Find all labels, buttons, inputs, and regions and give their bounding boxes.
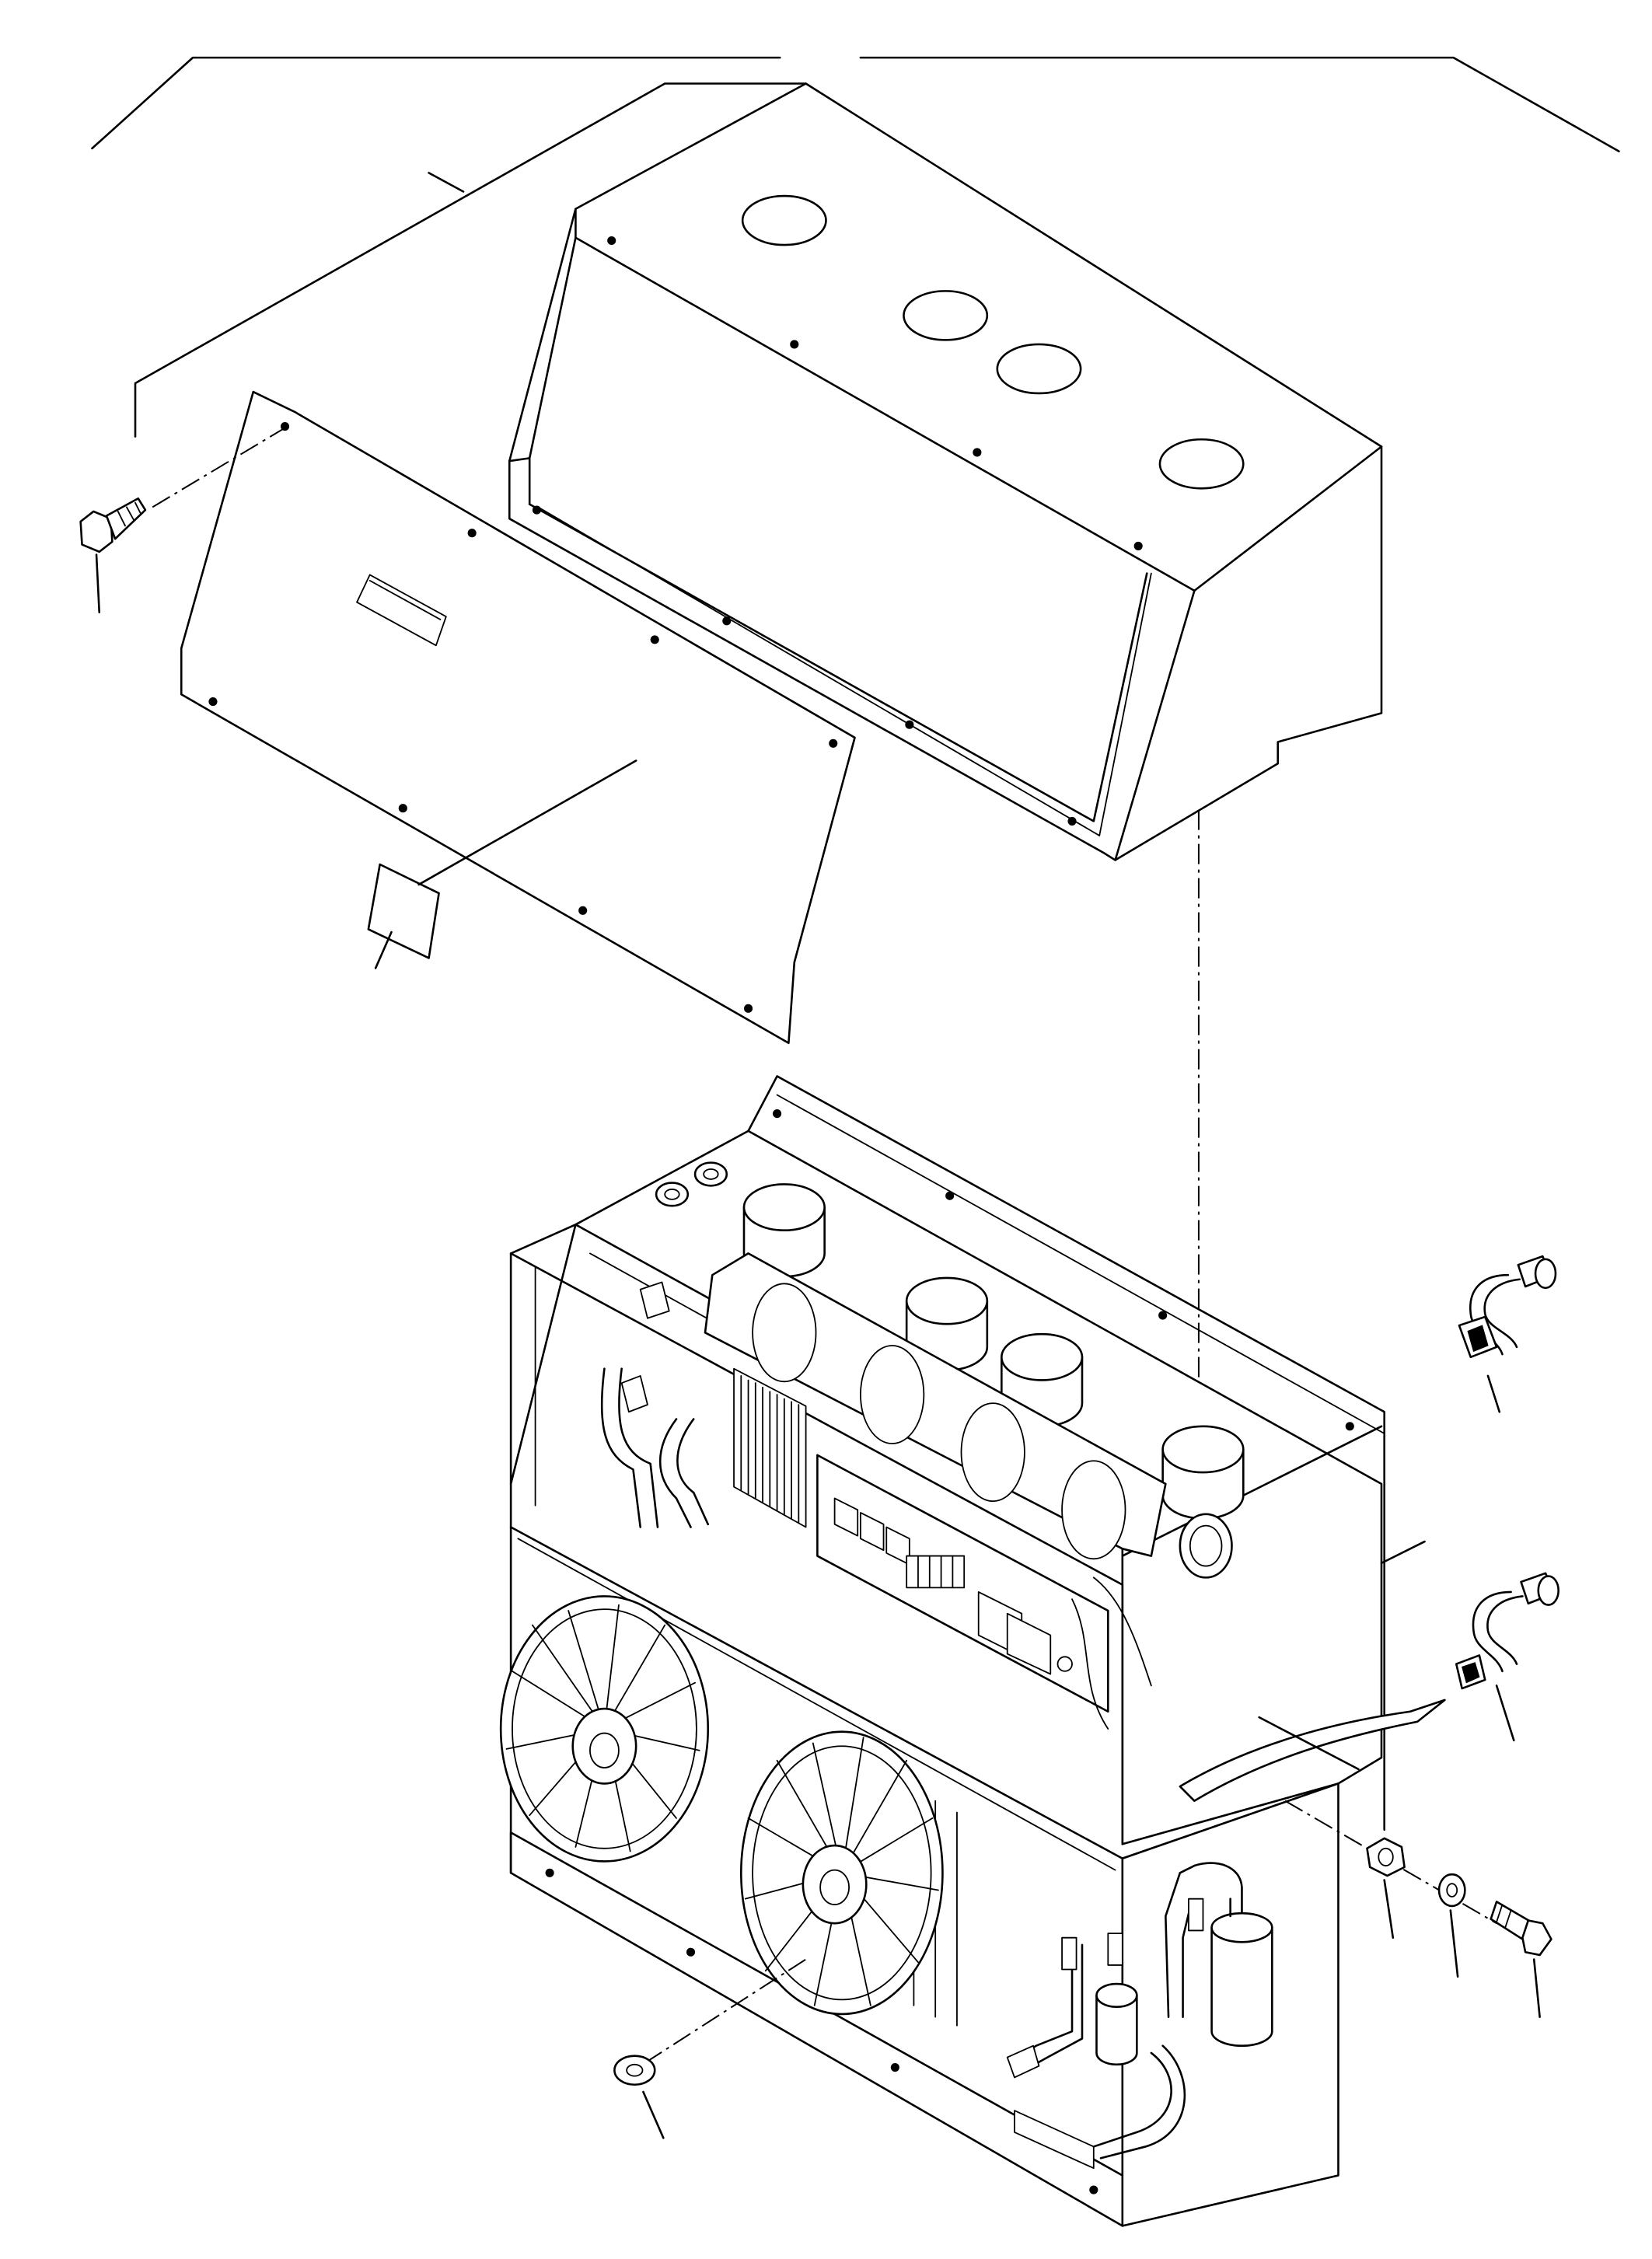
cover-screw-holes (532, 236, 1143, 826)
pressure-switch-lower (1456, 1573, 1558, 1741)
air-conditioning-unit-assembly (511, 1076, 1385, 1844)
condenser-mount-holes (545, 1868, 1098, 2194)
filter-drier (1096, 1984, 1137, 2065)
group-bracket (92, 58, 1619, 436)
label-decal (368, 761, 636, 969)
washer-axis (644, 1960, 805, 2063)
evaporator-core (734, 1369, 806, 1528)
refrigerant-pipes (602, 1282, 708, 1527)
unit-flange-holes (773, 1109, 1354, 1431)
cover-bolt (81, 428, 285, 612)
top-nuts (656, 1163, 727, 1206)
cover-opening-2 (903, 291, 987, 340)
radiator-fan-left (501, 1596, 708, 1861)
wiring-harness (1072, 1577, 1151, 1729)
panel-handle-slot (357, 574, 446, 645)
flat-washer (614, 2056, 663, 2139)
hex-nut (1367, 1838, 1404, 1938)
leader-line (1259, 1717, 1359, 1769)
cover-opening-4 (1160, 439, 1243, 488)
blower-outlet-4 (1163, 1426, 1244, 1519)
mounting-bolt (1491, 1901, 1552, 2016)
pressure-switch-upper (1459, 1256, 1556, 1412)
blower-housing (705, 1253, 1231, 1577)
radiator-fan-right (741, 1732, 942, 2014)
top-cover (509, 83, 1381, 860)
front-cover-panel (181, 392, 854, 1043)
bottom-edge (1123, 2176, 1339, 2226)
control-circuit-board (817, 1455, 1108, 1712)
cover-opening-3 (997, 344, 1081, 393)
refrigerant-lines (1008, 1873, 1203, 2158)
cover-opening-1 (742, 196, 826, 245)
service-port (1015, 2111, 1094, 2168)
receiver-drier (1180, 1863, 1272, 2046)
panel-screw-holes (208, 422, 838, 1013)
leader-line (1381, 1541, 1425, 1563)
washer (1439, 1874, 1465, 1977)
connection-arrow (1180, 1700, 1445, 1801)
